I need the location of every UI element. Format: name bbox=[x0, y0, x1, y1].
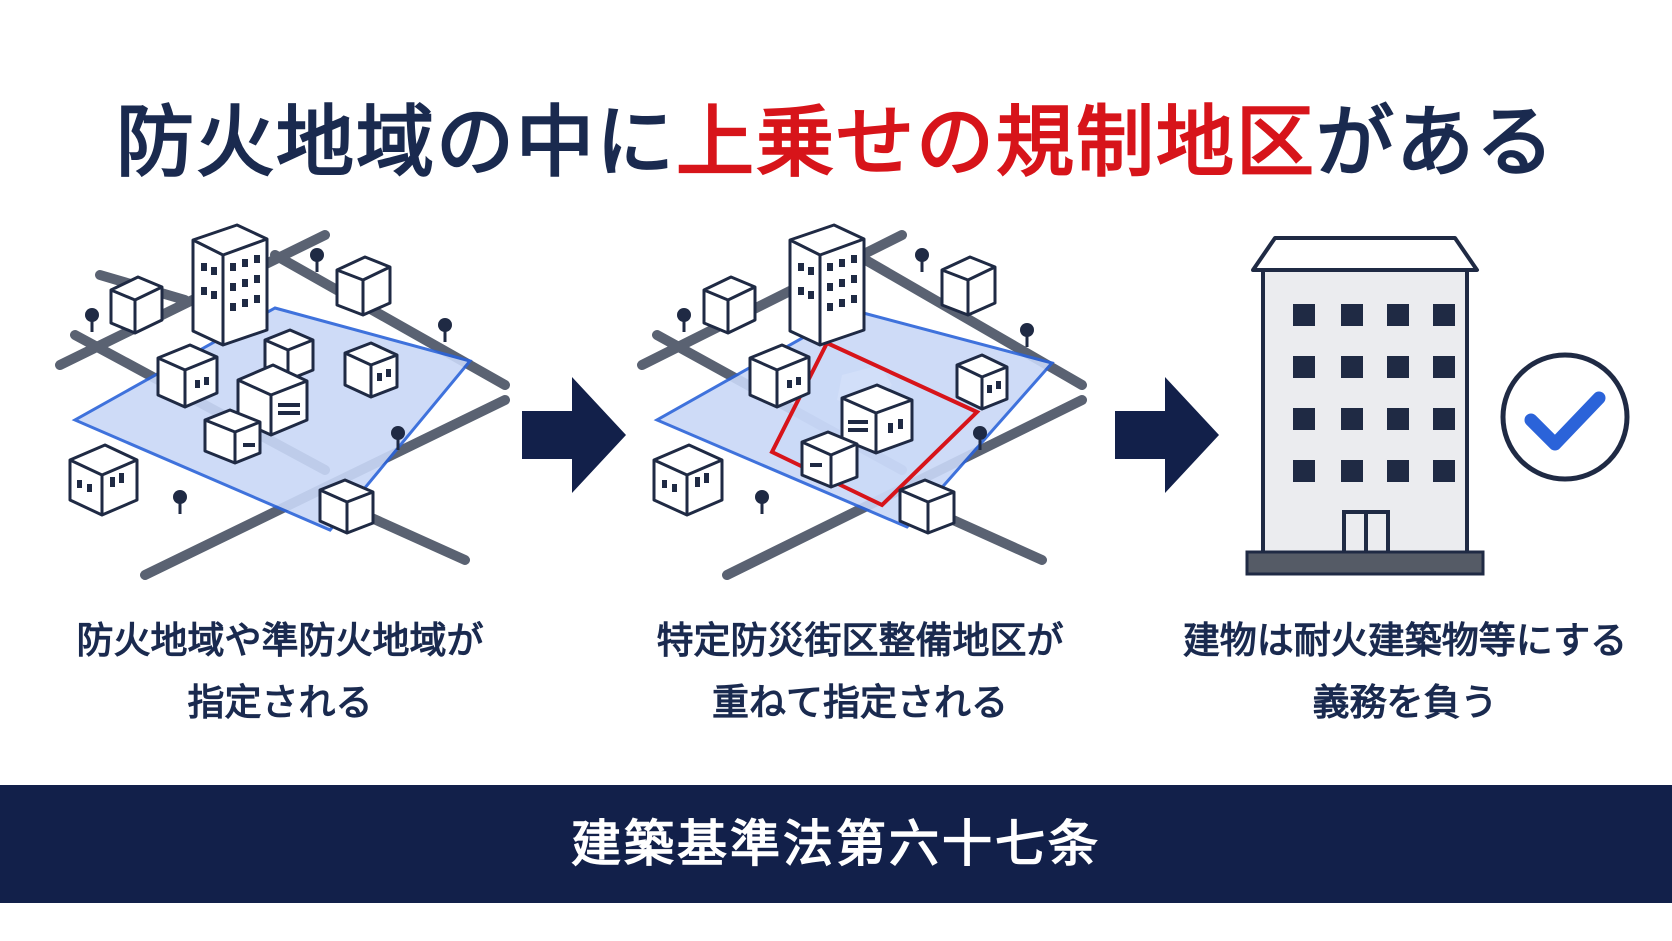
check-badge bbox=[1498, 350, 1632, 484]
title-prefix: 防火地域の中に bbox=[115, 98, 676, 189]
right-arrow-icon bbox=[1115, 377, 1219, 493]
step-1-line-2: 指定される bbox=[187, 681, 373, 724]
title-highlight: 上乗せの規制地区 bbox=[675, 98, 1316, 189]
check-circle-icon bbox=[1500, 352, 1630, 482]
arrow-1 bbox=[522, 377, 626, 497]
city-disaster-block-icon bbox=[637, 223, 1087, 580]
scene-fire-zone bbox=[45, 215, 515, 580]
title-suffix: がある bbox=[1316, 98, 1557, 189]
step-3-line-2: 義務を負う bbox=[1312, 681, 1498, 724]
footer-banner: 建築基準法第六十七条 bbox=[0, 785, 1672, 903]
step-caption-3: 建物は耐火建築物等にする 義務を負う bbox=[1140, 610, 1670, 734]
scene-fireproof-building bbox=[1245, 230, 1485, 582]
step-2-line-1: 特定防災街区整備地区が bbox=[656, 619, 1064, 662]
step-2-line-2: 重ねて指定される bbox=[712, 681, 1008, 724]
scene-disaster-block bbox=[632, 215, 1092, 580]
step-1-line-1: 防火地域や準防火地域が bbox=[76, 619, 484, 662]
page-title: 防火地域の中に上乗せの規制地区がある bbox=[0, 104, 1672, 182]
step-caption-2: 特定防災街区整備地区が 重ねて指定される bbox=[580, 610, 1140, 734]
step-3-line-1: 建物は耐火建築物等にする bbox=[1182, 619, 1628, 662]
footer-label: 建築基準法第六十七条 bbox=[571, 815, 1101, 873]
right-arrow-icon bbox=[522, 377, 626, 493]
fireproof-building-icon bbox=[1245, 236, 1485, 576]
step-caption-1: 防火地域や準防火地域が 指定される bbox=[0, 610, 560, 734]
city-fire-zone-icon bbox=[55, 223, 510, 580]
arrow-2 bbox=[1115, 377, 1219, 497]
